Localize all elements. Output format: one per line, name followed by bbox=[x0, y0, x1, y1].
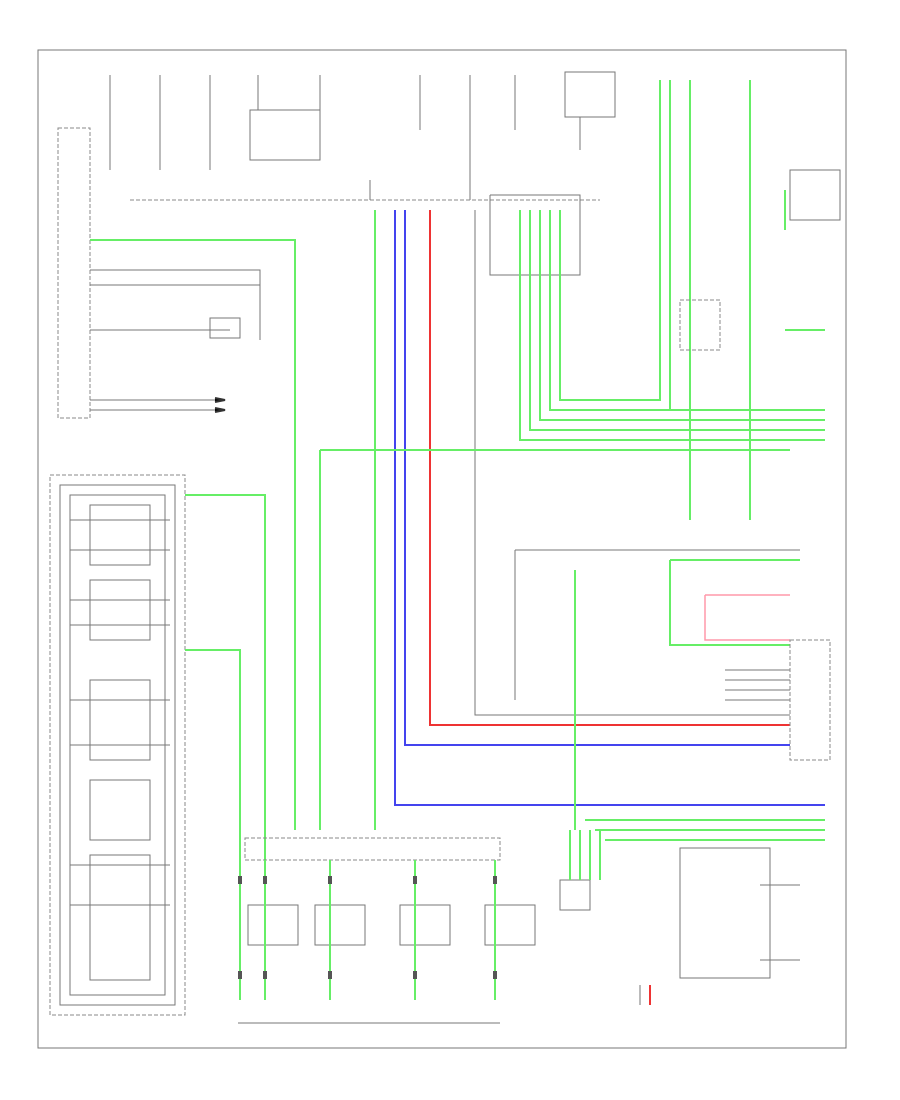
connector-pin bbox=[328, 876, 332, 884]
junction-bus-bottom bbox=[244, 837, 501, 861]
connector-pin bbox=[263, 971, 267, 979]
connector-ticks bbox=[238, 876, 497, 979]
connector-pin bbox=[493, 876, 497, 884]
right-components bbox=[514, 169, 841, 841]
connector-pin bbox=[493, 971, 497, 979]
connector-pin bbox=[413, 876, 417, 884]
connector-pin bbox=[263, 876, 267, 884]
lower-modules bbox=[238, 830, 800, 1024]
connector-pin bbox=[328, 971, 332, 979]
ecu-upper-left bbox=[57, 127, 296, 830]
switch-panel-left bbox=[49, 474, 266, 1016]
wire-blue-2 bbox=[404, 210, 790, 746]
wire-blue-1 bbox=[394, 210, 825, 806]
connector-pin bbox=[413, 971, 417, 979]
connector-pin bbox=[238, 876, 242, 884]
power-supply-fuses bbox=[109, 71, 616, 200]
connector-pin bbox=[238, 971, 242, 979]
diagram-border bbox=[37, 49, 847, 1049]
wire-red-1 bbox=[429, 210, 790, 726]
